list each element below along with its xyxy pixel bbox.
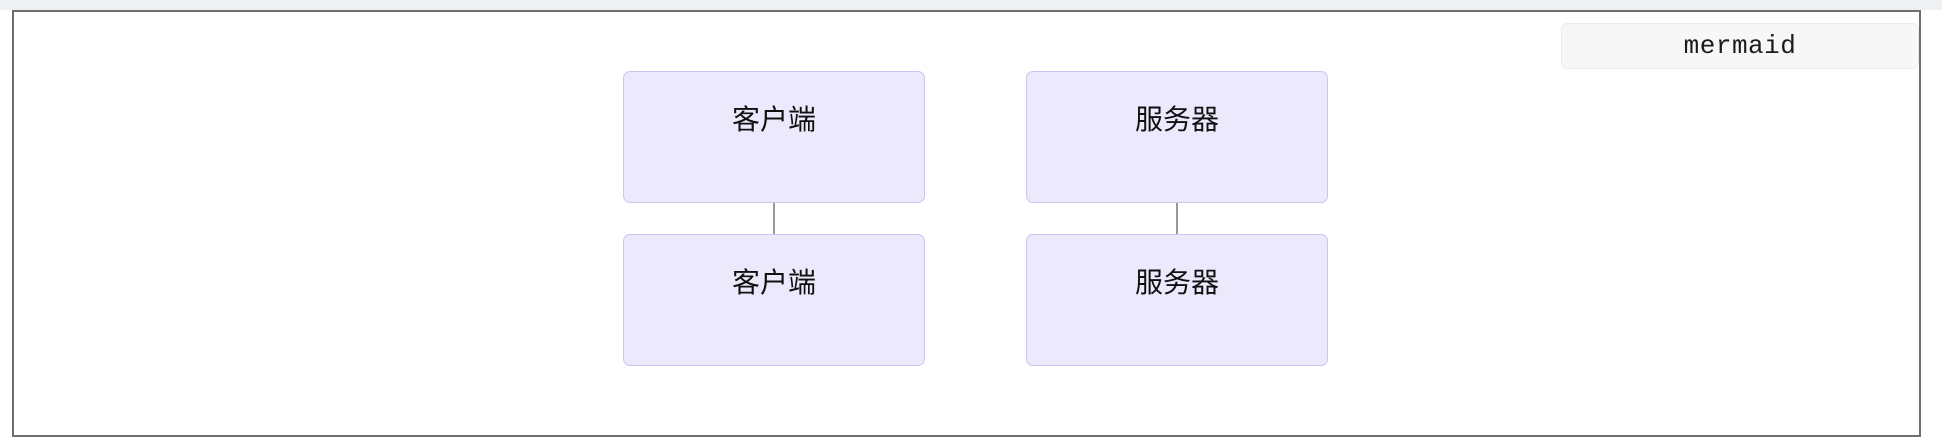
node-client-bottom[interactable]: 客户端	[623, 234, 925, 366]
node-client-top[interactable]: 客户端	[623, 71, 925, 203]
node-server-top[interactable]: 服务器	[1026, 71, 1328, 203]
edge-client-top-to-client-bottom	[773, 203, 775, 234]
mermaid-badge-label: mermaid	[1683, 31, 1797, 61]
node-client-top-label: 客户端	[731, 104, 816, 135]
mermaid-badge[interactable]: mermaid	[1561, 23, 1919, 69]
node-server-top-label: 服务器	[1134, 104, 1219, 135]
edge-server-top-to-server-bottom	[1176, 203, 1178, 234]
diagram-canvas: mermaid 客户端 服务器 客户端 服务器	[14, 12, 1919, 435]
node-server-bottom[interactable]: 服务器	[1026, 234, 1328, 366]
top-strip	[0, 0, 1942, 10]
node-server-bottom-label: 服务器	[1134, 267, 1219, 298]
node-client-bottom-label: 客户端	[731, 267, 816, 298]
diagram-frame: mermaid 客户端 服务器 客户端 服务器	[12, 10, 1921, 437]
